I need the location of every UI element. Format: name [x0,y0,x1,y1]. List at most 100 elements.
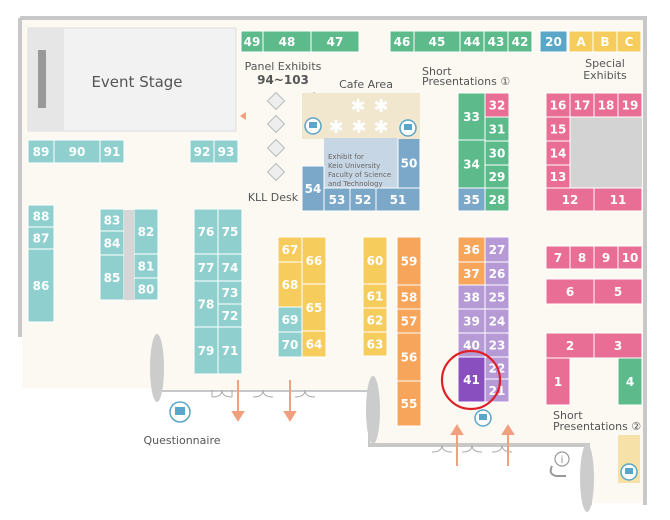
booth-80[interactable]: 80 [133,277,159,301]
booth-81[interactable]: 81 [133,253,159,279]
booth-50[interactable]: 50 [397,137,421,189]
booth-block[interactable] [27,248,55,323]
booth-59[interactable]: 59 [396,236,422,286]
booth-9[interactable]: 9 [593,245,619,270]
booth-block[interactable] [396,284,422,310]
booth-block[interactable] [616,30,642,53]
booth-block[interactable] [217,253,243,282]
booth-1[interactable]: 1 [545,357,571,406]
booth-12[interactable]: 12 [545,187,595,212]
booth-33[interactable]: 33 [457,92,486,141]
booth-73[interactable]: 73 [217,280,243,305]
booth-44[interactable]: 44 [459,30,485,53]
booth-63[interactable]: 63 [362,331,388,357]
booth-23[interactable]: 23 [484,332,510,358]
booth-block[interactable] [484,187,510,212]
booth-43[interactable]: 43 [483,30,509,53]
booth-68[interactable]: 68 [277,261,303,308]
booth-57[interactable]: 57 [396,308,422,334]
booth-85[interactable]: 85 [99,254,125,301]
booth-77[interactable]: 77 [193,253,219,282]
booth-block[interactable] [396,380,422,427]
booth-block[interactable] [569,92,595,118]
booth-block[interactable] [545,92,571,118]
booth-92[interactable]: 92 [189,139,215,164]
booth-A[interactable]: A [568,30,594,53]
booth-block[interactable] [545,116,571,142]
booth-block[interactable] [593,92,619,118]
booth-block[interactable] [362,331,388,357]
booth-block[interactable] [193,326,219,375]
booth-block[interactable] [301,236,327,285]
booth-block[interactable] [484,308,510,334]
booth-block[interactable] [301,165,325,212]
booth-block[interactable] [217,208,243,255]
booth-54[interactable]: 54 [301,165,325,212]
booth-C[interactable]: C [616,30,642,53]
booth-82[interactable]: 82 [133,208,159,255]
booth-56[interactable]: 56 [396,332,422,382]
booth-79[interactable]: 79 [193,326,219,375]
booth-block[interactable] [396,332,422,382]
booth-91[interactable]: 91 [99,139,125,164]
booth-48[interactable]: 48 [262,30,312,53]
booth-block[interactable] [133,208,159,255]
booth-76[interactable]: 76 [193,208,219,255]
booth-11[interactable]: 11 [593,187,643,212]
booth-35[interactable]: 35 [457,187,486,212]
booth-51[interactable]: 51 [375,187,421,212]
booth-38[interactable]: 38 [457,284,486,310]
booth-61[interactable]: 61 [362,283,388,309]
booth-25[interactable]: 25 [484,284,510,310]
booth-10[interactable]: 10 [617,245,643,270]
booth-47[interactable]: 47 [310,30,360,53]
booth-block[interactable] [457,284,486,310]
booth-87[interactable]: 87 [27,226,55,250]
booth-27[interactable]: 27 [484,236,510,263]
booth-65[interactable]: 65 [301,283,327,332]
booth-26[interactable]: 26 [484,261,510,286]
booth-block[interactable] [310,30,360,53]
booth-17[interactable]: 17 [569,92,595,118]
booth-34[interactable]: 34 [457,139,486,189]
booth-2[interactable]: 2 [545,332,595,359]
booth-B[interactable]: B [592,30,618,53]
booth-block[interactable] [593,332,643,359]
booth-86[interactable]: 86 [27,248,55,323]
booth-24[interactable]: 24 [484,308,510,334]
booth-block[interactable] [484,284,510,310]
booth-74[interactable]: 74 [217,253,243,282]
booth-block[interactable] [617,245,643,270]
booth-3[interactable]: 3 [593,332,643,359]
booth-block[interactable] [362,283,388,309]
booth-block[interactable] [217,326,243,375]
booth-15[interactable]: 15 [545,116,571,142]
booth-70[interactable]: 70 [277,331,303,358]
booth-60[interactable]: 60 [362,236,388,285]
booth-52[interactable]: 52 [349,187,377,212]
booth-84[interactable]: 84 [99,230,125,256]
booth-block[interactable] [277,261,303,308]
booth-block[interactable] [484,92,510,118]
booth-93[interactable]: 93 [213,139,239,164]
booth-36[interactable]: 36 [457,236,486,263]
booth-block[interactable] [99,254,125,301]
booth-block[interactable] [301,330,327,358]
booth-78[interactable]: 78 [193,280,219,328]
booth-90[interactable]: 90 [53,139,101,164]
booth-64[interactable]: 64 [301,330,327,358]
booth-88[interactable]: 88 [27,204,55,228]
booth-block[interactable] [362,236,388,285]
booth-4[interactable]: 4 [617,357,643,406]
booth-69[interactable]: 69 [277,306,303,333]
booth-41[interactable]: 41 [457,356,486,403]
booth-block[interactable] [99,139,125,164]
booth-46[interactable]: 46 [389,30,415,53]
booth-28[interactable]: 28 [484,187,510,212]
booth-block[interactable] [457,356,486,403]
booth-block[interactable] [396,308,422,334]
booth-29[interactable]: 29 [484,164,510,189]
booth-block[interactable] [593,187,643,212]
booth-block[interactable] [193,208,219,255]
booth-66[interactable]: 66 [301,236,327,285]
